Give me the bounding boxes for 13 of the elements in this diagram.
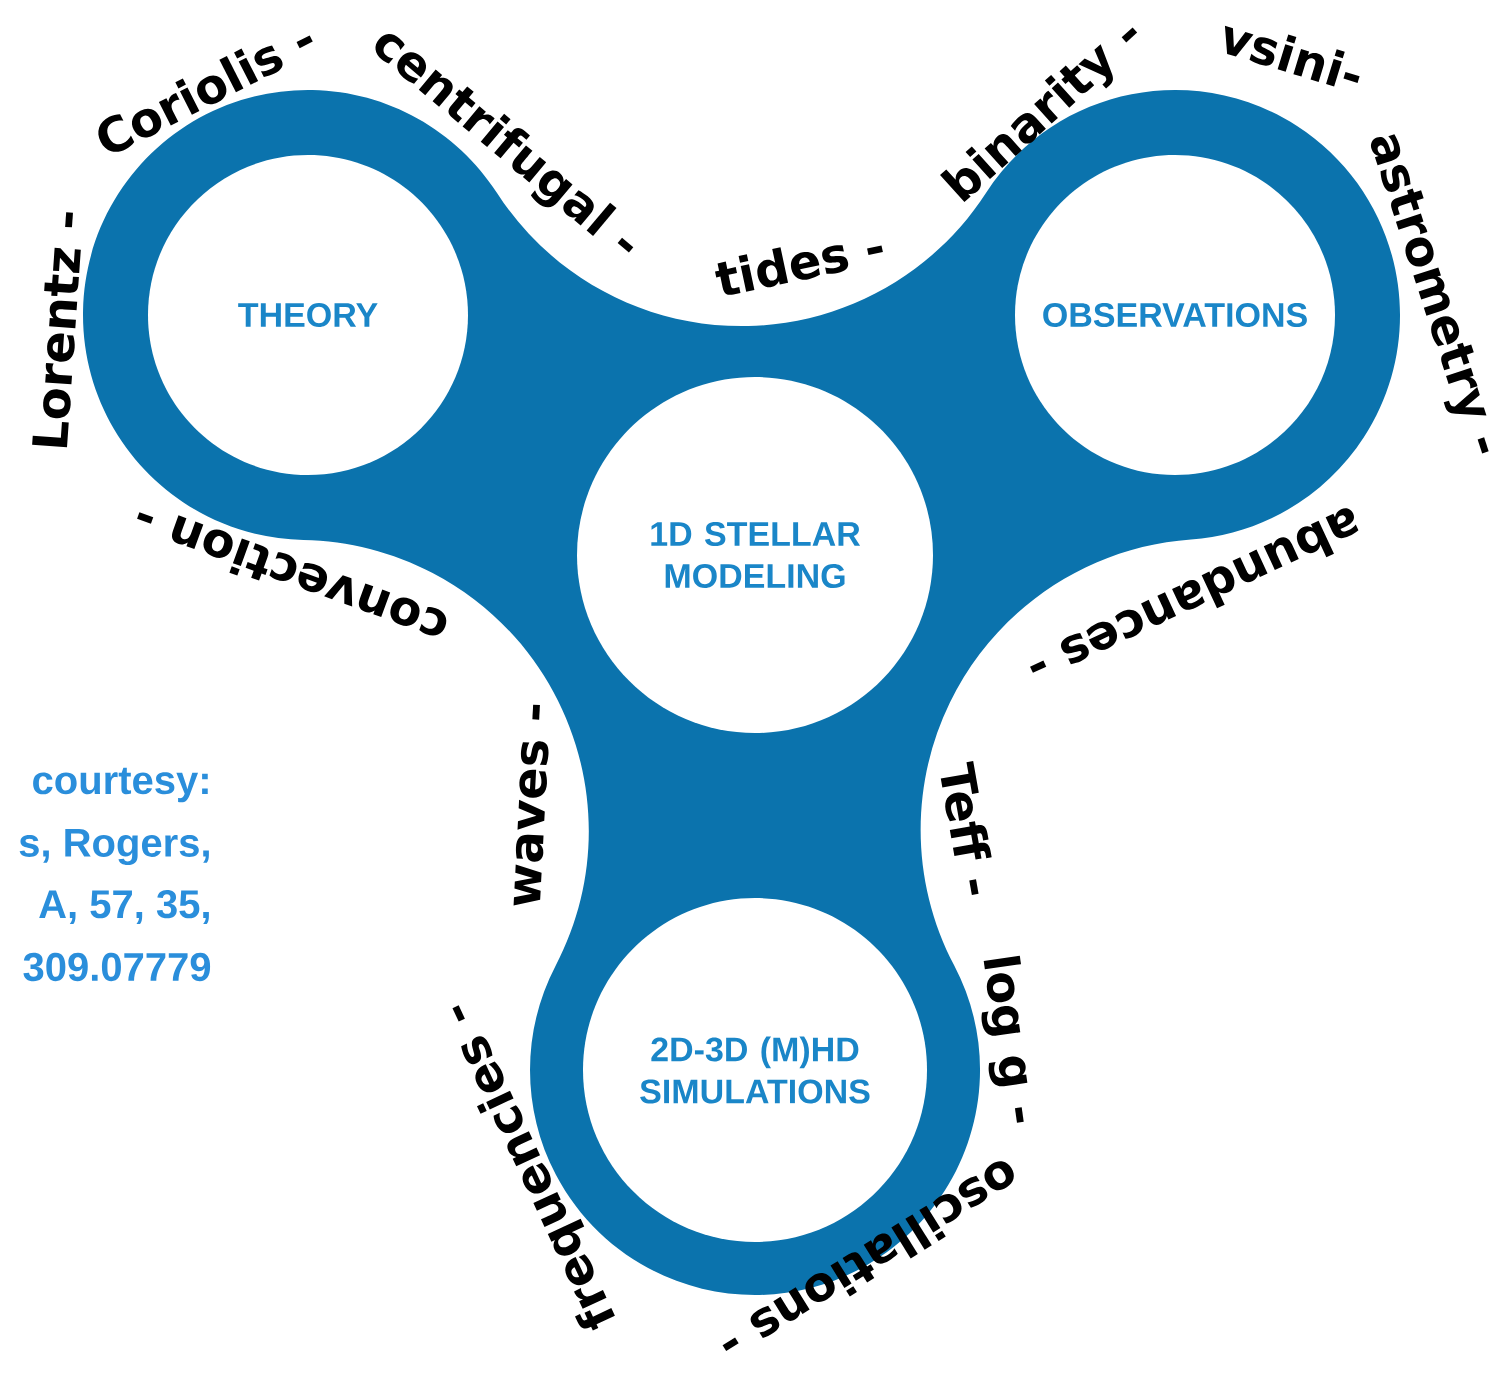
ring-word: vsini-	[1224, 25, 1360, 87]
ring-word: tides -	[715, 245, 883, 295]
circle-node: 1D STELLAR MODELING	[577, 377, 933, 733]
ring-word: Teff -	[940, 761, 992, 895]
credit-note: A, 57, 35,	[39, 889, 209, 925]
ring-word: waves -	[513, 704, 549, 906]
credit-note: s, Rogers,	[19, 829, 209, 865]
ring-word: log g -	[981, 955, 1028, 1123]
circle-node: THEORY	[148, 155, 468, 475]
circle-node: OBSERVATIONS	[1015, 155, 1335, 475]
credit-note: courtesy:	[33, 767, 208, 803]
ring-word: Lorentz -	[32, 212, 81, 448]
credit-note: 309.07779	[23, 952, 211, 982]
